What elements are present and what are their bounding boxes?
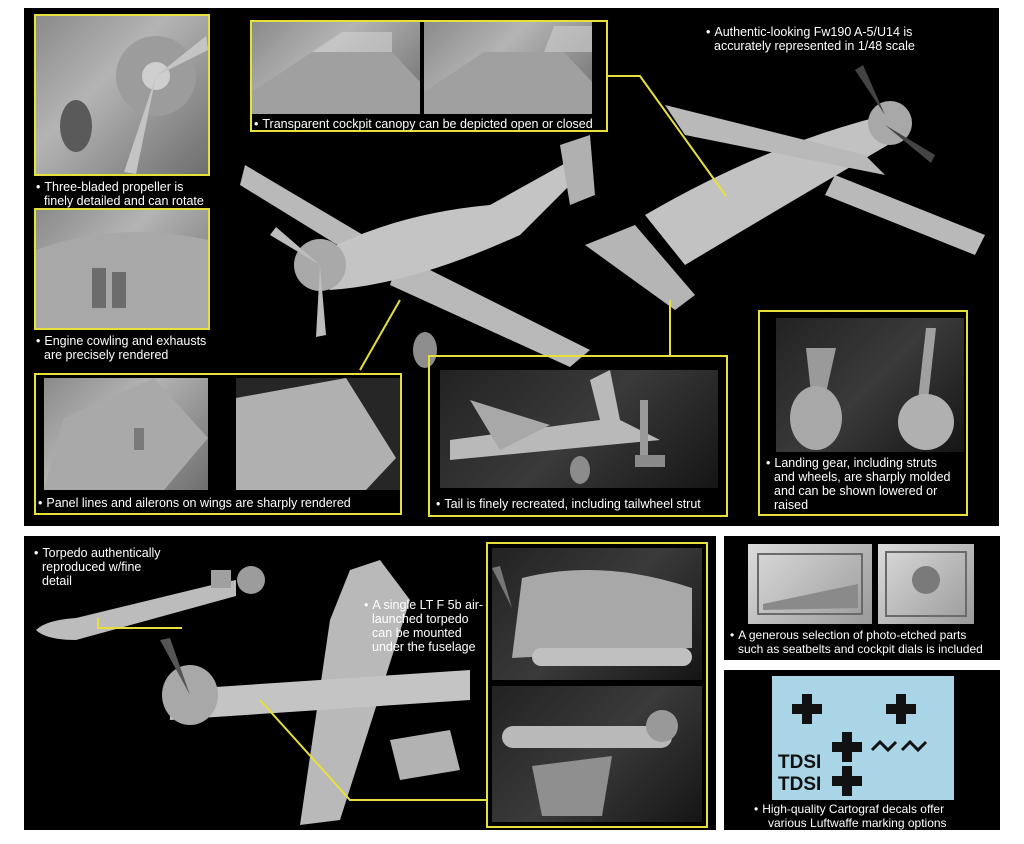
panel-lines-caption: •Panel lines and ailerons on wings are s… (38, 496, 351, 510)
tail-detail-photo (440, 370, 718, 488)
landing-gear-photo (776, 318, 964, 452)
photo-etched-illustration-1 (757, 553, 863, 615)
propeller-frame (34, 14, 210, 176)
wing-illustration-1 (44, 378, 208, 490)
propeller-caption: •Three-bladed propeller is finely detail… (36, 180, 204, 208)
cowling-detail-photo (36, 210, 208, 328)
landing-gear-illustration (790, 328, 954, 450)
photo-etched-fret-1 (748, 544, 872, 624)
wing-panel-lines-photo-1 (44, 378, 208, 490)
propeller-illustration (60, 36, 208, 174)
photo-etched-illustration-2 (885, 551, 967, 617)
tail-frame (428, 355, 728, 517)
photo-etched-caption: •A generous selection of photo-etched pa… (730, 628, 983, 656)
decal-code-2: TDSI (778, 774, 822, 795)
canopy-caption: •Transparent cockpit canopy can be depic… (254, 117, 593, 131)
photo-etched-fret-2 (878, 544, 974, 624)
panel-lines-frame (34, 373, 402, 515)
decal-code-1: TDSI (778, 752, 822, 773)
fw190-model-front-view (240, 135, 595, 368)
torpedo-model (36, 566, 265, 640)
canopy-frame (250, 20, 608, 132)
canopy-closed-illustration (252, 32, 420, 114)
torpedo-mount-illustration-1 (492, 566, 692, 666)
landing-gear-frame (758, 310, 968, 516)
propeller-detail-photo (36, 16, 208, 174)
authentic-caption: •Authentic-looking Fw190 A-5/U14 is accu… (706, 25, 915, 53)
tail-caption: •Tail is finely recreated, including tai… (436, 497, 701, 511)
cowling-frame (34, 208, 210, 330)
canopy-open-illustration (424, 26, 592, 114)
fw190-model-rear-view (585, 65, 985, 310)
torpedo-caption: •Torpedo authentically reproduced w/fine… (34, 546, 161, 588)
wing-panel-lines-photo-2 (236, 378, 400, 490)
torpedo-mount-illustration-2 (502, 710, 678, 816)
canopy-open-photo (424, 22, 592, 114)
wing-illustration-2 (236, 378, 400, 490)
single-torpedo-caption: •A single LT F 5b air- launched torpedo … (364, 598, 484, 654)
decals-caption: •High-quality Cartograf decals offer var… (754, 802, 947, 830)
torpedo-mount-photo-1 (492, 548, 702, 680)
landing-gear-caption: •Landing gear, including struts and whee… (766, 456, 951, 512)
cowling-illustration (36, 232, 208, 328)
torpedo-mount-frame (486, 542, 708, 828)
decal-sheet: TDSI TDSI (772, 676, 954, 800)
torpedo-mount-photo-2 (492, 686, 702, 822)
cowling-caption: •Engine cowling and exhausts are precise… (36, 334, 207, 362)
decal-crosses (792, 694, 928, 796)
canopy-closed-photo (252, 22, 420, 114)
tail-illustration (450, 370, 665, 484)
